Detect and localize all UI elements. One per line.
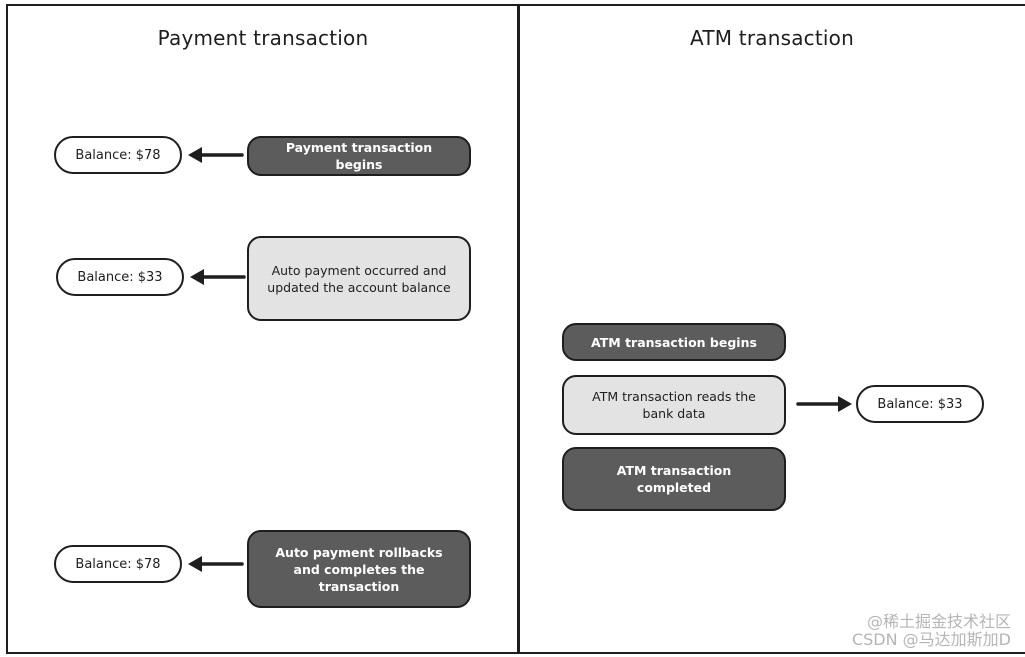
auto-payment-occurred-box: Auto payment occurred and updated the ac…: [247, 236, 471, 321]
atm-panel-title: ATM transaction: [690, 26, 854, 50]
right-arrow-icon: [796, 396, 852, 412]
atm-reads-data-box: ATM transaction reads the bank data: [562, 375, 786, 435]
watermark-line-2: CSDN @马达加斯加D: [851, 630, 1011, 649]
atm-transaction-panel: ATM transaction: [517, 4, 1025, 654]
left-arrow-icon: [190, 269, 246, 285]
watermark-line-1: @稀土掘金技术社区: [866, 612, 1011, 631]
auto-payment-rollback-box: Auto payment rollbacks and completes the…: [247, 530, 471, 608]
balance-pill-3: Balance: $78: [54, 545, 182, 583]
balance-pill-2: Balance: $33: [56, 258, 184, 296]
payment-transaction-panel: Payment transaction: [6, 4, 520, 654]
payment-begins-box: Payment transaction begins: [247, 136, 471, 176]
payment-panel-title: Payment transaction: [157, 26, 369, 50]
balance-pill-1: Balance: $78: [54, 136, 182, 174]
atm-balance-pill: Balance: $33: [856, 385, 984, 423]
watermark: @稀土掘金技术社区 CSDN @马达加斯加D: [852, 613, 1011, 649]
atm-begins-box: ATM transaction begins: [562, 323, 786, 361]
left-arrow-icon: [188, 147, 244, 163]
left-arrow-icon: [188, 556, 244, 572]
atm-completed-box: ATM transaction completed: [562, 447, 786, 511]
